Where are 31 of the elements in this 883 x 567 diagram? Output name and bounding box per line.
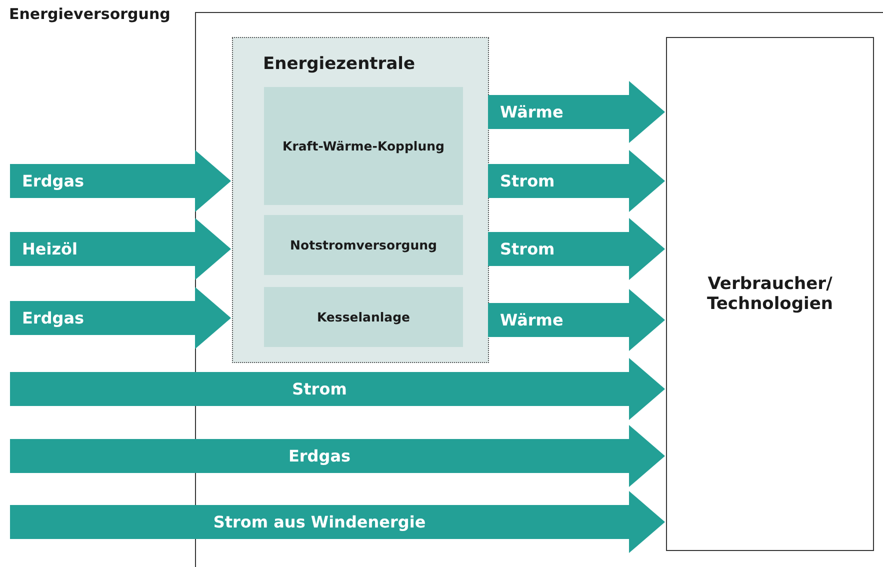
target-box — [666, 37, 874, 551]
edge-label: Erdgas — [22, 172, 84, 190]
group-heading: Energieversorgung — [9, 5, 170, 23]
edge-label: Strom — [500, 172, 555, 190]
block-arrow — [10, 218, 231, 280]
group-heading: Energiezentrale — [263, 54, 416, 74]
block-arrow — [10, 425, 665, 487]
edge-label: Strom — [292, 380, 347, 398]
edge-label: Erdgas — [288, 446, 351, 466]
process-box — [264, 87, 463, 205]
block-arrow — [488, 289, 665, 351]
edge-label: Erdgas — [22, 308, 84, 328]
node-label: Verbraucher/ Technologien — [706, 274, 834, 314]
edge-label: Wärme — [500, 102, 564, 122]
node-label: Kraft-Wärme-Kopplung — [282, 138, 446, 154]
dotted-group-box — [232, 37, 489, 363]
block-arrow — [10, 150, 231, 212]
edge-label: Strom — [500, 240, 555, 258]
block-arrow — [10, 358, 665, 420]
block-arrow — [488, 218, 665, 280]
block-arrow — [488, 150, 665, 212]
node-label: Kesselanlage — [316, 310, 412, 324]
block-arrow — [10, 287, 231, 349]
edge-label: Heizöl — [22, 240, 78, 258]
process-box — [264, 287, 463, 347]
block-arrow — [488, 81, 665, 143]
edge-label: Strom aus Windenergie — [213, 512, 426, 532]
process-box — [264, 215, 463, 275]
block-arrow — [10, 491, 665, 553]
node-label: Notstromversorgung — [289, 238, 438, 252]
edge-label: Wärme — [500, 310, 564, 330]
